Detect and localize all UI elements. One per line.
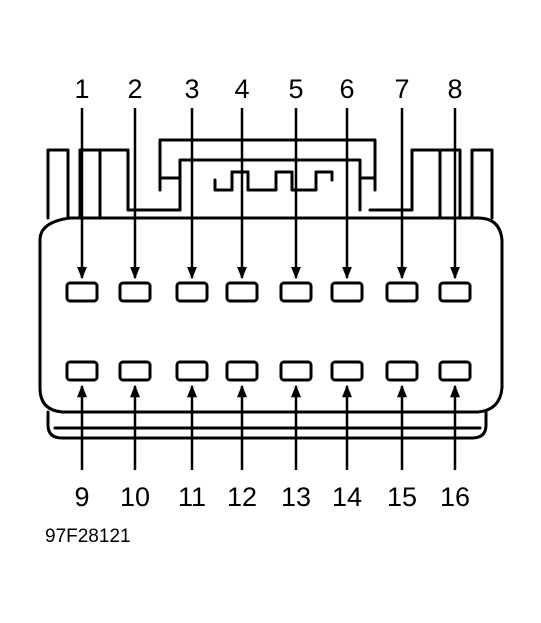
pin-cavity-7 [385, 281, 419, 303]
pin-cavity-16 [438, 360, 472, 382]
pin-label-1: 1 [74, 74, 89, 104]
pin-cavity-1 [65, 281, 99, 303]
pin-cavity-5 [279, 281, 313, 303]
pin-cavity-13 [279, 360, 313, 382]
pin-cavities [65, 281, 472, 382]
pin-label-9: 9 [74, 482, 89, 512]
pin-label-14: 14 [332, 482, 362, 512]
pin-cavity-2 [118, 281, 152, 303]
pin-cavity-15 [385, 360, 419, 382]
pin-cavity-14 [330, 360, 364, 382]
pin-label-10: 10 [120, 482, 150, 512]
pin-label-8: 8 [447, 74, 462, 104]
pin-label-13: 13 [281, 482, 311, 512]
pin-cavity-8 [438, 281, 472, 303]
pin-cavity-11 [175, 360, 209, 382]
pin-label-4: 4 [234, 74, 249, 104]
pin-label-6: 6 [339, 74, 354, 104]
pin-cavity-3 [175, 281, 209, 303]
connector-body [38, 138, 504, 440]
pin-label-7: 7 [394, 74, 409, 104]
figure-code: 97F28121 [45, 526, 131, 547]
pin-label-3: 3 [184, 74, 199, 104]
pin-arrows [77, 108, 460, 470]
pin-label-5: 5 [288, 74, 303, 104]
pin-cavity-10 [118, 360, 152, 382]
pin-cavity-12 [225, 360, 259, 382]
pin-label-2: 2 [127, 74, 142, 104]
pin-label-15: 15 [387, 482, 417, 512]
pin-label-11: 11 [178, 482, 206, 512]
pin-cavity-9 [65, 360, 99, 382]
pin-label-12: 12 [227, 482, 257, 512]
pin-cavity-6 [330, 281, 364, 303]
pin-cavity-4 [225, 281, 259, 303]
pin-label-16: 16 [440, 482, 470, 512]
